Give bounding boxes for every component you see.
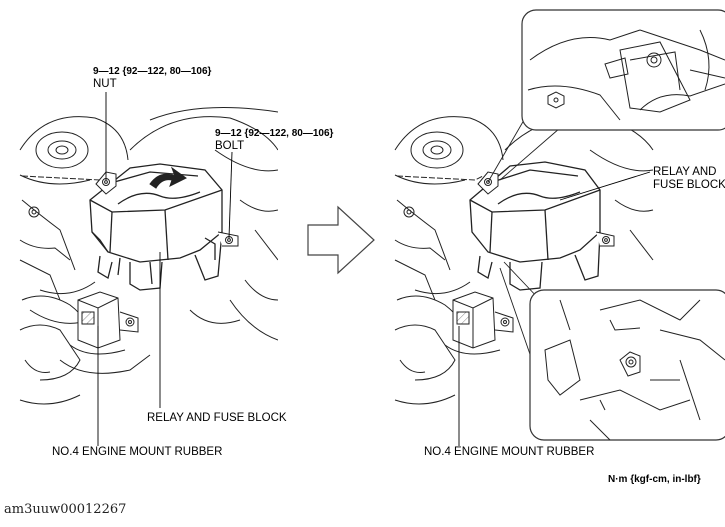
transition-arrow-icon [307, 205, 375, 275]
relay-fuse-block-right [469, 161, 601, 291]
relay-fuse-block-label-left: RELAY AND FUSE BLOCK [147, 412, 287, 424]
bolt-left [217, 231, 239, 247]
right-engine-bay-drawing [394, 116, 654, 405]
bottom-detail-inset [529, 289, 725, 441]
engine-mount-label-left: NO.4 ENGINE MOUNT RUBBER [52, 446, 223, 458]
bolt-torque-spec: 9—12 {92—122, 80—106} [215, 128, 334, 139]
bolt-right [595, 231, 615, 247]
top-detail-inset [521, 9, 725, 131]
figure-caption: am3uuw00012267 [4, 502, 127, 517]
bolt-label: BOLT [215, 140, 245, 152]
engine-mount-right [444, 291, 514, 355]
torque-unit-note: N·m {kgf-cm, in-lbf} [608, 474, 701, 485]
relay-fuse-block-label-right-2: FUSE BLOCK [653, 179, 725, 191]
leader-lines-left [97, 92, 233, 446]
nut-label: NUT [93, 78, 117, 90]
relay-fuse-block-left [89, 163, 223, 291]
nut-torque-spec: 9—12 {92—122, 80—106} [93, 66, 212, 77]
relay-fuse-block-label-right-1: RELAY AND [653, 166, 717, 178]
leader-lines-right [458, 171, 651, 446]
engine-mount-label-right: NO.4 ENGINE MOUNT RUBBER [424, 446, 595, 458]
engine-mount-left [59, 291, 151, 374]
left-engine-bay-drawing [19, 107, 278, 405]
removal-arrow-icon [149, 166, 187, 189]
nut-right [477, 171, 499, 195]
